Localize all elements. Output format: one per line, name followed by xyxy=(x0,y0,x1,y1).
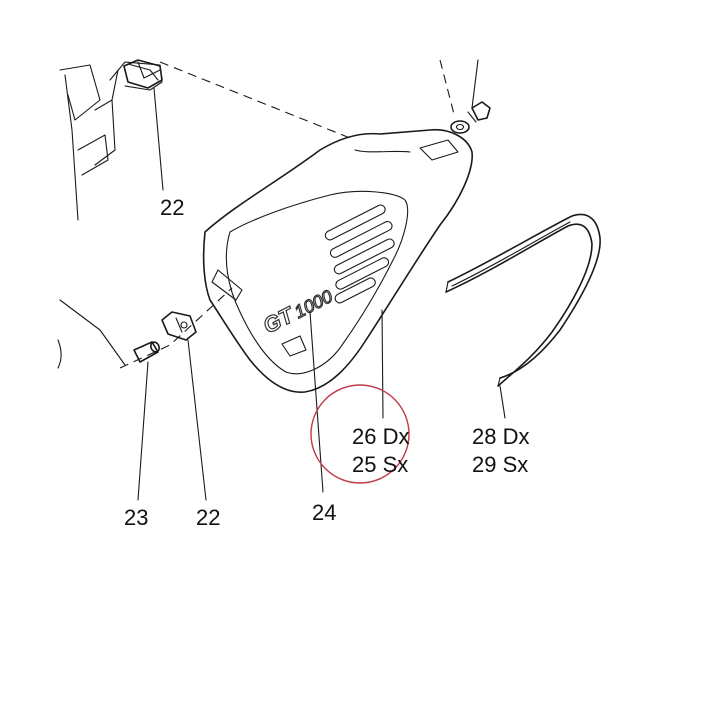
emblem-displacement-text: 1000 xyxy=(291,286,336,322)
bracket-22-top xyxy=(123,59,163,89)
label-cover-left: 25 Sx xyxy=(352,452,408,477)
label-strip-left: 29 Sx xyxy=(472,452,528,477)
pin-23 xyxy=(133,341,160,363)
label-cover: 24 xyxy=(312,500,336,525)
assembly-dashed-lines xyxy=(119,59,456,369)
cover-emblem: GT 1000 xyxy=(258,286,336,340)
edge-strip xyxy=(445,213,601,387)
side-cover xyxy=(202,128,473,393)
frame-fragment xyxy=(57,61,163,369)
bolt-and-washer xyxy=(450,59,491,134)
callout-labels: 22 23 22 24 26 Dx 25 Sx 28 Dx 29 Sx xyxy=(124,195,529,530)
label-bracket-bottom: 22 xyxy=(196,505,220,530)
highlight-circle xyxy=(310,384,410,484)
label-bracket-top: 22 xyxy=(160,195,184,220)
bracket-22-bottom xyxy=(161,311,197,341)
leader-lines xyxy=(137,87,506,501)
label-cover-right: 26 Dx xyxy=(352,424,409,449)
cover-vent-slots xyxy=(324,204,395,304)
label-pin: 23 xyxy=(124,505,148,530)
label-strip-right: 28 Dx xyxy=(472,424,529,449)
